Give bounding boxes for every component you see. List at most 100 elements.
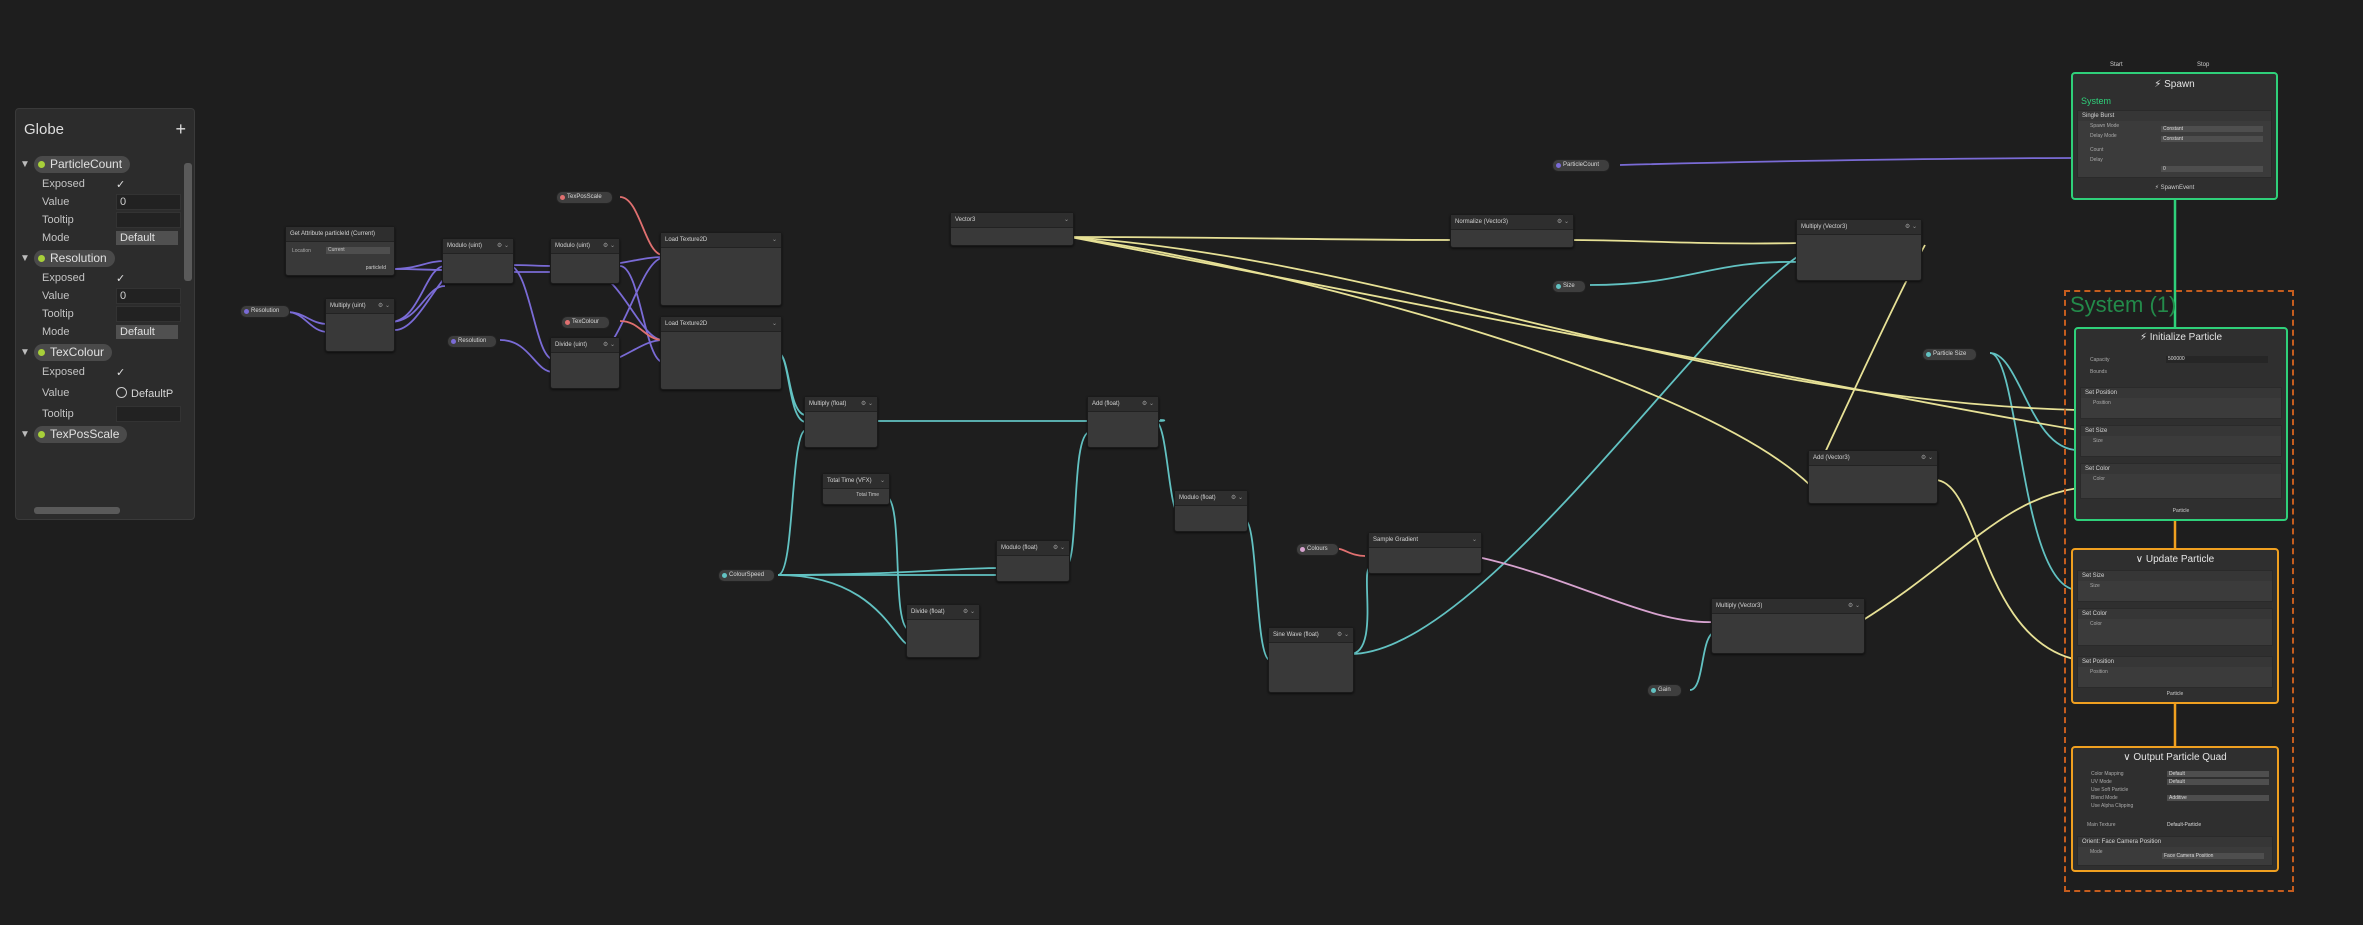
particle-output[interactable]: Particle: [2166, 691, 2184, 697]
param-particlecount[interactable]: ParticleCount: [1552, 159, 1611, 172]
exposed-checkbox[interactable]: ✓: [116, 178, 126, 191]
main-texture-field[interactable]: Default-Particle: [2167, 822, 2202, 828]
exposed-checkbox[interactable]: ✓: [116, 272, 126, 285]
target-icon[interactable]: [116, 386, 127, 398]
chevron-down-icon[interactable]: ⌄: [771, 321, 777, 327]
node-load-texture-2[interactable]: Load Texture2D⌄: [660, 316, 782, 390]
value-field[interactable]: 0: [116, 288, 181, 304]
property-pill[interactable]: Resolution: [34, 249, 115, 267]
node-add-float[interactable]: Add (float)⚙ ⌄: [1087, 396, 1159, 448]
node-add-vector3[interactable]: Add (Vector3)⚙ ⌄: [1808, 450, 1938, 504]
tooltip-field[interactable]: [116, 212, 181, 228]
chevron-down-icon[interactable]: ⌄: [1063, 217, 1069, 223]
scrollbar-thumb[interactable]: [34, 507, 120, 514]
chevron-down-icon[interactable]: ▼: [20, 346, 30, 358]
node-modulo-float-2[interactable]: Modulo (float)⚙ ⌄: [1174, 490, 1248, 532]
location-dropdown[interactable]: Current: [326, 247, 390, 254]
node-divide-float[interactable]: Divide (float)⚙ ⌄: [906, 604, 980, 658]
chevron-down-icon[interactable]: ⌄: [771, 237, 777, 243]
gear-icon[interactable]: ⚙ ⌄: [602, 342, 615, 348]
tooltip-field[interactable]: [116, 406, 181, 422]
node-sample-gradient[interactable]: Sample Gradient⌄: [1368, 532, 1482, 574]
delay-mode-dropdown[interactable]: Constant: [2161, 136, 2263, 142]
gear-icon[interactable]: ⚙ ⌄: [377, 303, 390, 309]
chevron-down-icon[interactable]: ∨: [2135, 554, 2146, 565]
param-size[interactable]: Size: [1552, 280, 1586, 293]
system-group[interactable]: System (1): [2064, 290, 2294, 892]
node-multiply-uint[interactable]: Multiply (uint)⚙ ⌄: [325, 298, 395, 352]
spawn-mode-dropdown[interactable]: Constant: [2161, 126, 2263, 132]
chevron-down-icon[interactable]: ▼: [20, 252, 30, 264]
particle-output[interactable]: Particle: [2172, 508, 2190, 514]
property-texcolour[interactable]: ▼ TexColour: [16, 341, 182, 363]
node-multiply-float[interactable]: Multiply (float)⚙ ⌄: [804, 396, 878, 448]
property-pill[interactable]: ParticleCount: [34, 155, 131, 173]
gear-icon[interactable]: ⚙ ⌄: [1847, 603, 1860, 609]
exposed-checkbox[interactable]: ✓: [116, 366, 126, 379]
chevron-down-icon[interactable]: ▼: [20, 428, 30, 440]
param-resolution-2[interactable]: Resolution: [447, 335, 498, 348]
blend-mode-dropdown[interactable]: Additive: [2167, 795, 2269, 801]
gear-icon[interactable]: ⚙ ⌄: [1336, 632, 1349, 638]
mode-dropdown[interactable]: Default: [116, 231, 178, 245]
orient-mode-dropdown[interactable]: Face Camera Position: [2162, 853, 2264, 859]
property-pill[interactable]: TexPosScale: [34, 425, 128, 443]
gear-icon[interactable]: ⚙ ⌄: [1141, 401, 1154, 407]
node-modulo-uint-1[interactable]: Modulo (uint)⚙ ⌄: [442, 238, 514, 284]
property-pill[interactable]: TexColour: [34, 343, 113, 361]
node-load-texture-1[interactable]: Load Texture2D⌄: [660, 232, 782, 306]
capacity-field[interactable]: 500000: [2166, 356, 2268, 363]
node-vector3[interactable]: Vector3⌄: [950, 212, 1074, 246]
node-get-attribute[interactable]: Get Attribute particleId (Current) Locat…: [285, 226, 395, 276]
param-colourspeed[interactable]: ColourSpeed: [718, 569, 776, 582]
tooltip-field[interactable]: [116, 306, 181, 322]
mode-dropdown[interactable]: Default: [116, 325, 178, 339]
property-resolution[interactable]: ▼ Resolution: [16, 247, 182, 269]
uv-mode-dropdown[interactable]: Default: [2167, 779, 2269, 785]
chevron-down-icon[interactable]: ∨: [2123, 752, 2134, 763]
gear-icon[interactable]: ⚙ ⌄: [962, 609, 975, 615]
node-multiply-vector3-top[interactable]: Multiply (Vector3)⚙ ⌄: [1796, 219, 1922, 281]
param-particlesize[interactable]: Particle Size: [1922, 348, 1978, 361]
spawn-event-output[interactable]: ⚡ SpawnEvent: [2154, 185, 2195, 191]
color-mapping-dropdown[interactable]: Default: [2167, 771, 2269, 777]
node-modulo-float-1[interactable]: Modulo (float)⚙ ⌄: [996, 540, 1070, 582]
gear-icon[interactable]: ⚙ ⌄: [1556, 219, 1569, 225]
add-property-button[interactable]: +: [175, 118, 186, 139]
node-sine-wave[interactable]: Sine Wave (float)⚙ ⌄: [1268, 627, 1354, 693]
chevron-down-icon[interactable]: ⌄: [879, 478, 885, 484]
output-context[interactable]: ∨ Output Particle Quad Color Mapping UV …: [2071, 746, 2279, 872]
scrollbar-thumb[interactable]: [184, 163, 192, 281]
node-normalize-vector3[interactable]: Normalize (Vector3)⚙ ⌄: [1450, 214, 1574, 248]
gear-icon[interactable]: ⚙ ⌄: [1052, 545, 1065, 551]
gear-icon[interactable]: ⚙ ⌄: [1230, 495, 1243, 501]
param-gain[interactable]: Gain: [1647, 684, 1682, 697]
gear-icon[interactable]: ⚙ ⌄: [860, 401, 873, 407]
gear-icon[interactable]: ⚙ ⌄: [1920, 455, 1933, 461]
chevron-down-icon[interactable]: ▼: [20, 158, 30, 170]
property-texposscale[interactable]: ▼ TexPosScale: [16, 423, 182, 445]
initialize-context[interactable]: ⚡ Initialize Particle Capacity 500000 Bo…: [2074, 327, 2288, 521]
vertical-scrollbar[interactable]: [184, 153, 192, 501]
gear-icon[interactable]: ⚙ ⌄: [602, 243, 615, 249]
param-texcolour[interactable]: TexColour: [561, 316, 611, 329]
node-total-time[interactable]: Total Time (VFX)⌄ Total Time: [822, 473, 890, 505]
chevron-down-icon[interactable]: ⌄: [1471, 537, 1477, 543]
param-texposscale[interactable]: TexPosScale: [556, 191, 613, 204]
param-resolution[interactable]: Resolution: [240, 305, 291, 318]
node-modulo-uint-2[interactable]: Modulo (uint)⚙ ⌄: [550, 238, 620, 284]
node-multiply-vector3-bottom[interactable]: Multiply (Vector3)⚙ ⌄: [1711, 598, 1865, 654]
property-particlecount[interactable]: ▼ ParticleCount: [16, 153, 182, 175]
node-divide-uint[interactable]: Divide (uint)⚙ ⌄: [550, 337, 620, 389]
texture-object-field[interactable]: DefaultP: [116, 386, 173, 400]
gear-icon[interactable]: ⚙ ⌄: [1904, 224, 1917, 230]
